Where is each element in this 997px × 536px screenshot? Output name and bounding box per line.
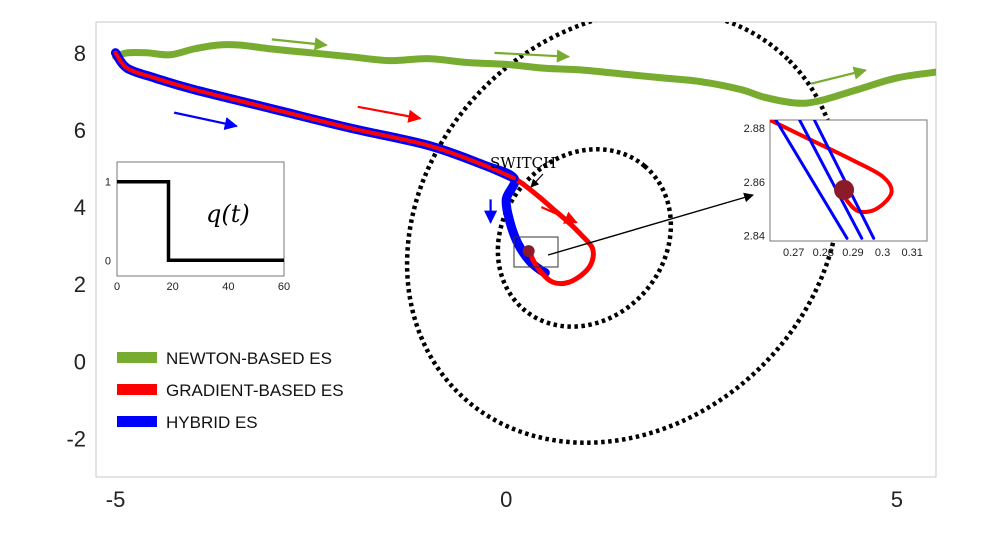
legend-swatch-newton <box>117 352 157 363</box>
direction-arrow <box>357 105 422 123</box>
zoom-x-tick-label: 0.29 <box>842 247 863 259</box>
zoom-line-gradient <box>770 120 894 215</box>
y-tick-label: 8 <box>74 41 86 66</box>
zoom-line-hybrid <box>812 120 876 240</box>
direction-arrow <box>494 49 571 63</box>
q-x-tick-label: 40 <box>222 281 234 293</box>
q-x-tick-label: 0 <box>114 281 120 293</box>
zoom-line-hybrid <box>774 120 849 240</box>
x-tick-label: 0 <box>500 487 512 512</box>
zoom-optimum-point <box>834 179 855 200</box>
legend-label-hybrid: HYBRID ES <box>166 413 258 432</box>
legend: NEWTON-BASED ES GRADIENT-BASED ES HYBRID… <box>117 349 344 432</box>
y-tick-label: 0 <box>74 349 86 374</box>
direction-arrow <box>271 37 328 51</box>
zoom-pointer-arrow <box>547 192 754 256</box>
zoom-line-hybrid <box>798 120 864 240</box>
series-line-newton-based-es <box>112 41 936 107</box>
direction-arrows <box>173 37 867 224</box>
legend-swatch-gradient <box>117 384 157 395</box>
x-tick-label: 5 <box>891 487 903 512</box>
y-tick-label: 4 <box>74 195 86 220</box>
y-tick-label: -2 <box>66 426 86 451</box>
direction-arrow <box>173 111 238 131</box>
zoom-y-tick-label: 2.88 <box>744 123 765 135</box>
trajectory-series <box>111 41 936 286</box>
switch-annotation-arrow <box>530 173 544 188</box>
direction-arrow <box>810 66 867 85</box>
q-step-line <box>117 179 284 263</box>
zoom-x-tick-label: 0.28 <box>813 247 834 259</box>
direction-arrow <box>540 206 578 224</box>
legend-swatch-hybrid <box>117 416 157 427</box>
series-line-gradient-shared <box>113 50 516 181</box>
q-inset-plot: 0 20 40 60 1 0 <box>105 177 290 293</box>
zoom-inset-frame <box>769 119 928 242</box>
zoom-x-tick-label: 0.31 <box>901 247 922 259</box>
q-y-tick-label: 1 <box>105 177 111 189</box>
zoom-y-tick-label: 2.86 <box>744 177 765 189</box>
legend-label-gradient: GRADIENT-BASED ES <box>166 381 344 400</box>
optimum-point <box>522 245 535 258</box>
zoom-x-tick-label: 0.3 <box>875 247 890 259</box>
zoom-x-tick-label: 0.27 <box>783 247 804 259</box>
contour-ellipse <box>495 146 674 329</box>
q-inset-label: q(t) <box>206 200 250 228</box>
q-y-tick-label: 0 <box>105 255 111 267</box>
zoom-y-tick-label: 2.84 <box>744 231 765 243</box>
y-tick-label: 6 <box>74 118 86 143</box>
zoom-inset-series <box>770 120 894 240</box>
legend-label-newton: NEWTON-BASED ES <box>166 349 332 368</box>
switch-annotation-label: SWITCH <box>490 154 556 172</box>
x-tick-label: -5 <box>106 487 126 512</box>
zoom-inset-tick-labels: 0.27 0.28 0.29 0.3 0.31 2.88 2.86 2.84 <box>744 123 923 259</box>
y-tick-label: 2 <box>74 272 86 297</box>
q-x-tick-label: 20 <box>167 281 179 293</box>
q-x-tick-label: 60 <box>278 281 290 293</box>
